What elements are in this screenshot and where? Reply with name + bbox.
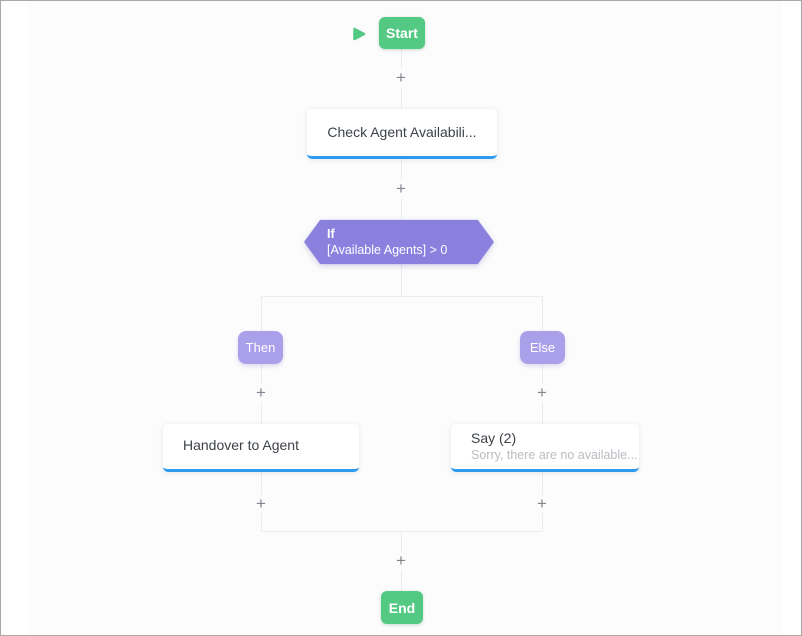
add-step-button[interactable]: + xyxy=(252,495,270,513)
if-keyword: If xyxy=(327,226,335,241)
add-step-button[interactable]: + xyxy=(392,180,410,198)
node-title: Handover to Agent xyxy=(183,437,299,453)
end-node-label: End xyxy=(388,599,416,616)
if-condition-node[interactable]: If [Available Agents] > 0 xyxy=(304,219,494,265)
connector-line xyxy=(401,264,402,296)
node-title: Say (2) xyxy=(471,430,517,446)
node-subtitle: Sorry, there are no available... xyxy=(471,448,638,462)
if-condition-text: [Available Agents] > 0 xyxy=(327,243,448,257)
say-node[interactable]: Say (2) Sorry, there are no available... xyxy=(451,424,639,472)
then-branch-label: Then xyxy=(238,331,283,364)
connector-line xyxy=(261,296,262,331)
add-step-button[interactable]: + xyxy=(533,384,551,402)
then-label-text: Then xyxy=(245,340,276,355)
add-step-button[interactable]: + xyxy=(533,495,551,513)
connector-line xyxy=(261,531,543,532)
add-step-button[interactable]: + xyxy=(392,552,410,570)
end-node[interactable]: End xyxy=(381,591,423,624)
else-label-text: Else xyxy=(529,340,556,355)
start-node-label: Start xyxy=(386,25,418,41)
play-icon xyxy=(351,26,367,42)
add-step-button[interactable]: + xyxy=(252,384,270,402)
connector-line xyxy=(261,296,543,297)
check-availability-node[interactable]: Check Agent Availabili... xyxy=(307,109,497,159)
node-title: Check Agent Availabili... xyxy=(327,124,477,140)
if-hexagon-shape: If [Available Agents] > 0 xyxy=(304,219,494,265)
handover-to-agent-node[interactable]: Handover to Agent xyxy=(163,424,359,472)
start-node[interactable]: Start xyxy=(379,17,425,49)
add-step-button[interactable]: + xyxy=(392,69,410,87)
else-branch-label: Else xyxy=(520,331,565,364)
connector-line xyxy=(542,296,543,331)
flow-canvas[interactable] xyxy=(28,1,782,635)
